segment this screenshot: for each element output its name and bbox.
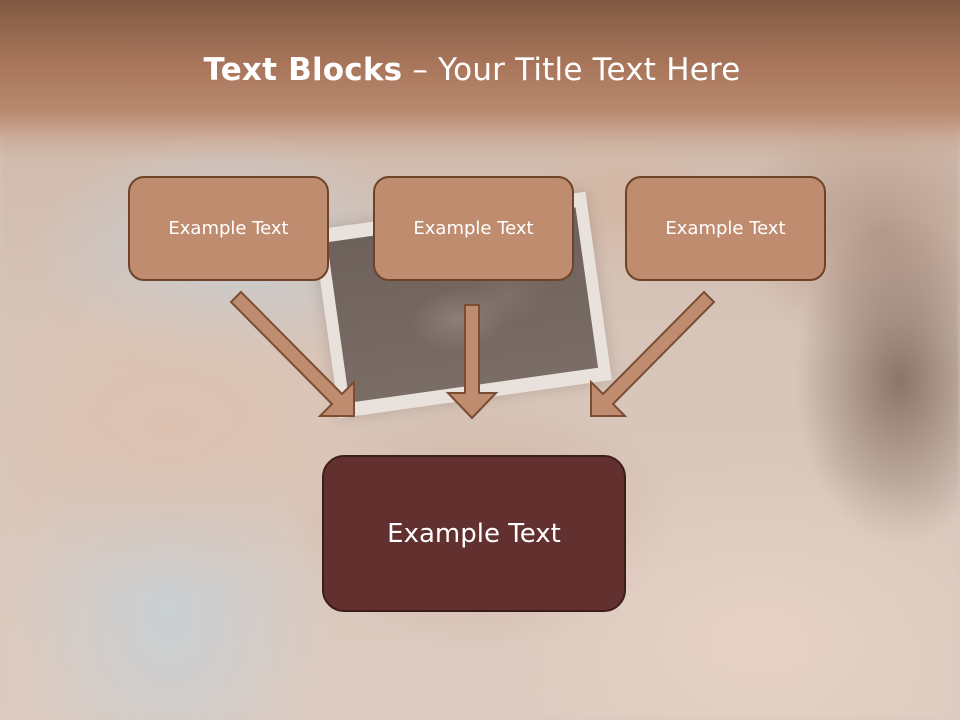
- text-block-1-label: Example Text: [168, 218, 289, 239]
- title-rest: – Your Title Text Here: [402, 52, 741, 88]
- main-text-block: Example Text: [322, 455, 626, 612]
- header-band: [0, 0, 960, 160]
- text-block-2: Example Text: [373, 176, 574, 281]
- text-block-2-label: Example Text: [413, 218, 534, 239]
- arrow-down-left-icon: [590, 290, 716, 417]
- title-bold: Text Blocks: [203, 52, 403, 88]
- arrow-down-right-icon: [229, 290, 355, 417]
- arrow-down-icon: [445, 304, 499, 420]
- text-block-1: Example Text: [128, 176, 329, 281]
- slide-title: Text Blocks – Your Title Text Here: [0, 52, 944, 88]
- main-text-block-label: Example Text: [387, 518, 561, 549]
- text-block-3: Example Text: [625, 176, 826, 281]
- text-block-3-label: Example Text: [665, 218, 786, 239]
